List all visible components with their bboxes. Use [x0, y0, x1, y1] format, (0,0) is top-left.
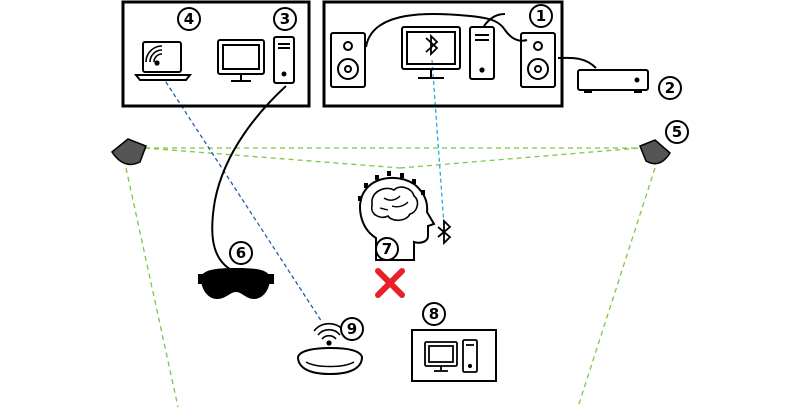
- marker-2: 2: [658, 76, 682, 100]
- speaker-icon: [330, 32, 366, 88]
- tracking-camera-icon: [639, 139, 671, 165]
- laptop-wifi-icon: [133, 41, 193, 81]
- marker-circle: [177, 7, 201, 31]
- tracking-field-lines: [125, 147, 656, 407]
- set-top-box-cable: [557, 56, 597, 69]
- pc-station-icon: [424, 339, 478, 373]
- speaker-icon: [520, 32, 556, 88]
- marker-number: 4: [184, 10, 194, 28]
- marker-number: 7: [382, 240, 392, 258]
- set-top-box-icon: [577, 69, 649, 93]
- marker-number: 8: [429, 305, 439, 323]
- marker-circle: [229, 241, 253, 265]
- marker-number: 3: [280, 10, 290, 28]
- monitor-bluetooth-icon: [401, 26, 461, 79]
- numbered-markers: 1 2 3 4 5 6 7 8 9: [177, 4, 689, 341]
- bluetooth-icon: [437, 218, 452, 246]
- marker-9: 9: [340, 317, 364, 341]
- ar-headset-wifi-icon: [296, 322, 364, 376]
- marker-circle: [422, 302, 446, 326]
- marker-number: 9: [347, 320, 357, 338]
- no-signal-x-icon: [375, 268, 405, 298]
- tracking-line-right-diag: [399, 147, 641, 169]
- tracking-line-left-diag: [144, 147, 401, 169]
- marker-circle: [529, 4, 553, 28]
- tracking-line-left-down: [125, 167, 179, 407]
- vr-cable: [211, 85, 287, 273]
- marker-circle: [375, 237, 399, 261]
- pc-tower-icon: [273, 36, 295, 84]
- tracking-line-right-down: [577, 167, 656, 407]
- marker-circle: [658, 76, 682, 100]
- marker-number: 5: [672, 123, 682, 141]
- brain-head-icon: [358, 171, 436, 261]
- marker-number: 2: [665, 79, 675, 97]
- marker-circle: [273, 7, 297, 31]
- vr-headset-icon: [198, 268, 274, 299]
- marker-number: 6: [236, 244, 246, 262]
- marker-7: 7: [375, 237, 399, 261]
- left-equipment-box: [121, 0, 311, 108]
- marker-circle: [340, 317, 364, 341]
- marker-3: 3: [273, 7, 297, 31]
- speaker-cable: [365, 12, 528, 48]
- marker-8: 8: [422, 302, 446, 326]
- marker-number: 1: [536, 7, 546, 25]
- pc-station-box: [411, 329, 497, 382]
- monitor-icon: [217, 39, 265, 82]
- marker-1: 1: [529, 4, 553, 28]
- marker-4: 4: [177, 7, 201, 31]
- speaker-cable-branch: [483, 13, 506, 27]
- tracking-camera-icon: [110, 138, 147, 166]
- pc-tower-icon: [469, 26, 495, 80]
- bluetooth-link-line: [431, 59, 445, 226]
- marker-5: 5: [665, 120, 689, 144]
- marker-6: 6: [229, 241, 253, 265]
- right-equipment-box: [322, 0, 564, 108]
- marker-circle: [665, 120, 689, 144]
